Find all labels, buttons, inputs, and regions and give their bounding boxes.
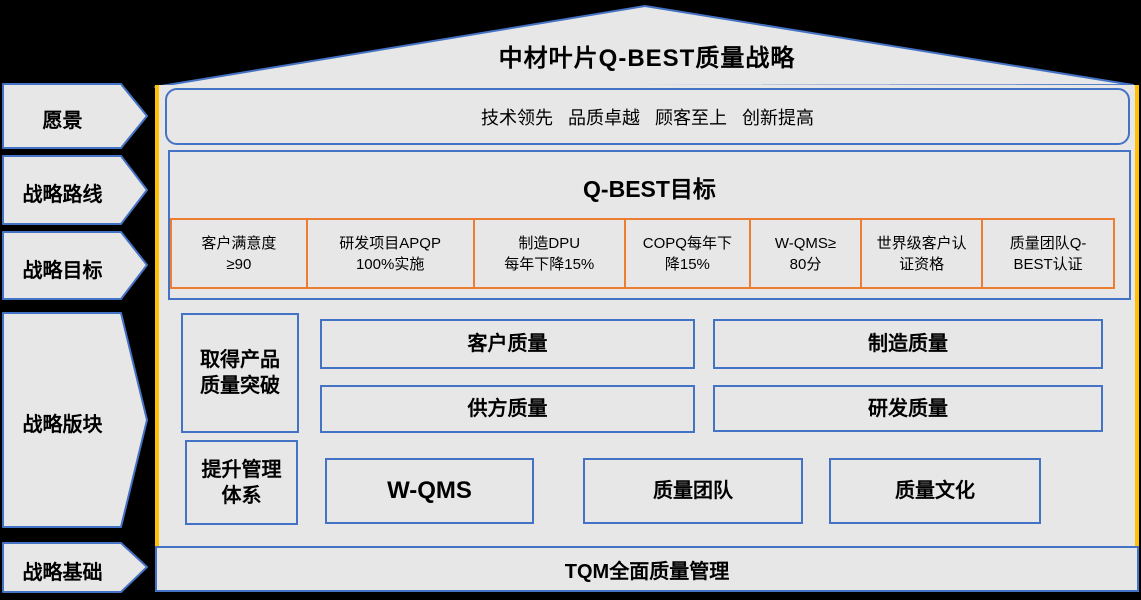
block-line: 质量突破 — [200, 375, 280, 397]
block-quality-culture: 质量文化 — [829, 458, 1041, 524]
arrow-vision — [2, 83, 148, 149]
goal-line: 每年下降15% — [504, 255, 595, 273]
goals-title: Q-BEST目标 — [583, 176, 716, 202]
block-wqms: W-QMS — [325, 458, 534, 524]
block-manufacturing-quality: 制造质量 — [713, 319, 1103, 369]
block-line: 体系 — [221, 484, 262, 507]
goal-line: 客户满意度 — [201, 234, 277, 252]
goal-apqp: 研发项目APQP 100%实施 — [305, 218, 475, 289]
foundation-bar-text: TQM全面质量管理 — [564, 560, 730, 583]
arrow-blocks — [2, 312, 148, 528]
block-line: 取得产品 — [200, 349, 280, 371]
goal-line: ≥90 — [226, 255, 252, 273]
arrow-route — [2, 155, 148, 225]
arrow-goal — [2, 231, 148, 300]
goal-copq: COPQ每年下 降15% — [623, 218, 751, 289]
page-title: 中材叶片Q-BEST质量战略 — [498, 45, 796, 72]
block-rd-quality: 研发质量 — [713, 385, 1103, 432]
block-management-system: 提升管理 体系 — [185, 440, 298, 525]
goal-wqms-score: W-QMS≥ 80分 — [748, 218, 863, 289]
goal-dpu: 制造DPU 每年下降15% — [472, 218, 626, 289]
goal-world-class-cert: 世界级客户认 证资格 — [860, 218, 984, 289]
sidebar-item-vision: 愿景 — [42, 110, 83, 132]
foundation-bar: TQM全面质量管理 — [155, 546, 1139, 592]
goal-line: 制造DPU — [518, 234, 581, 252]
goal-line: 80分 — [789, 255, 822, 273]
goal-team-cert: 质量团队Q- BEST认证 — [981, 218, 1115, 289]
goal-line: 世界级客户认 — [876, 234, 967, 252]
sidebar-item-foundation: 战略基础 — [22, 562, 103, 584]
vision-banner: 技术领先 品质卓越 顾客至上 创新提高 — [165, 88, 1130, 145]
block-product-breakthrough: 取得产品 质量突破 — [181, 313, 299, 433]
goal-line: 降15% — [664, 255, 710, 273]
main-panel: 技术领先 品质卓越 顾客至上 创新提高 Q-BEST目标 客户满意度 ≥90 研… — [155, 85, 1139, 546]
goal-line: BEST认证 — [1013, 255, 1083, 273]
arrow-foundation — [2, 542, 148, 593]
block-supplier-quality: 供方质量 — [320, 385, 695, 433]
block-quality-team: 质量团队 — [583, 458, 803, 524]
goal-line: 研发项目APQP — [339, 234, 441, 252]
vision-text: 技术领先 品质卓越 顾客至上 创新提高 — [480, 107, 814, 128]
goal-line: 100%实施 — [355, 255, 425, 273]
goal-customer-satisfaction: 客户满意度 ≥90 — [170, 218, 308, 289]
block-line: 提升管理 — [201, 458, 282, 481]
goals-section: Q-BEST目标 客户满意度 ≥90 研发项目APQP 100%实施 制造DPU… — [168, 150, 1131, 300]
sidebar-item-blocks: 战略版块 — [22, 414, 103, 436]
goal-line: COPQ每年下 — [642, 234, 732, 252]
sidebar-item-route: 战略路线 — [22, 184, 103, 206]
goal-line: W-QMS≥ — [774, 234, 837, 252]
block-customer-quality: 客户质量 — [320, 319, 695, 369]
sidebar-item-goal: 战略目标 — [22, 260, 103, 282]
goals-row: 客户满意度 ≥90 研发项目APQP 100%实施 制造DPU 每年下降15% … — [170, 218, 1115, 289]
goal-line: 证资格 — [899, 255, 945, 273]
goal-line: 质量团队Q- — [1009, 234, 1087, 252]
